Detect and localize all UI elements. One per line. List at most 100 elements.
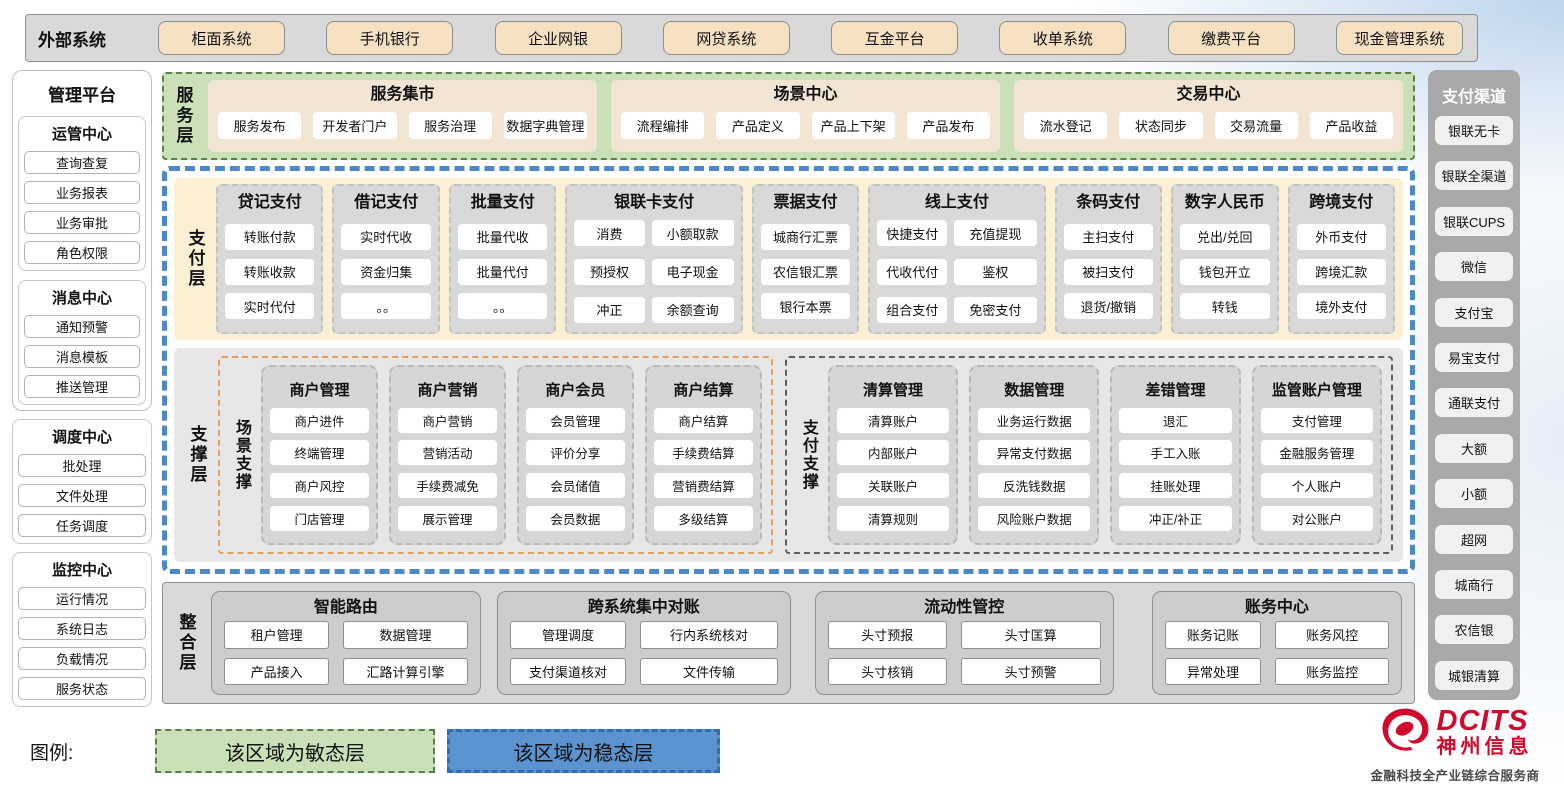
payment-column-title: 条码支付 [1064,190,1153,215]
payment-item-box: 充值提现 [954,220,1036,246]
external-systems-label: 外部系统 [38,26,130,51]
payment-channel-box: 支付宝 [1435,298,1513,327]
integration-item-box: 账务风控 [1275,621,1389,649]
support-group-label: 场景支撑 [229,365,253,545]
integration-group: 账务中心账务记账账务风控异常处理账务监控 [1152,591,1402,695]
payment-item-box: 小额取款 [652,220,734,246]
support-item-box: 展示管理 [398,506,497,531]
integration-item-box: 头寸核销 [828,658,947,686]
integration-group-items: 头寸预报头寸匡算头寸核销头寸预警 [828,621,1101,685]
payment-column: 数字人民币兑出/兑回钱包开立转钱 [1171,184,1278,334]
management-group-title: 消息中心 [24,287,140,308]
payment-column-title: 跨境支付 [1297,190,1386,215]
payment-column-items: 实时代收资金归集。。 [341,215,430,328]
dcits-name: 神州信息 [1437,737,1533,758]
service-item-box: 产品收益 [1310,112,1393,139]
payment-column-title: 银联卡支付 [574,190,733,215]
service-item-box: 状态同步 [1119,112,1202,139]
integration-layer-label: 整合层 [173,591,199,695]
support-group-columns: 商户管理商户进件终端管理商户风控门店管理商户营销商户营销营销活动手续费减免展示管… [261,365,762,545]
management-group: 运管中心查询查复业务报表业务审批角色权限 [18,116,146,271]
integration-item-box: 支付渠道核对 [510,658,627,686]
service-item-box: 流水登记 [1024,112,1107,139]
service-item-box: 服务发布 [218,112,301,139]
support-item-box: 挂账处理 [1119,473,1231,498]
payment-item-box: 免密支付 [954,297,1036,323]
support-item-box: 手工入账 [1119,440,1231,465]
payment-column-title: 借记支付 [341,190,430,215]
management-item-box: 批处理 [18,454,146,477]
payment-layer-label: 支付层 [182,184,208,334]
payment-channels-panel: 支付渠道 银联无卡银联全渠道银联CUPS微信支付宝易宝支付通联支付大额小额超网城… [1428,70,1520,700]
dcits-swoosh-icon [1378,704,1434,760]
support-item-box: 商户结算 [654,408,753,433]
payment-item-box: 消费 [574,220,644,246]
integration-group-title: 账务中心 [1165,594,1389,621]
integration-group: 跨系统集中对账管理调度行内系统核对支付渠道核对文件传输 [497,591,791,695]
external-system-box: 手机银行 [326,21,453,55]
payment-column: 跨境支付外币支付跨境汇款境外支付 [1288,184,1395,334]
support-column: 商户营销商户营销营销活动手续费减免展示管理 [389,365,506,545]
support-item-box: 评价分享 [526,440,625,465]
payment-item-box: 境外支付 [1297,293,1386,319]
payment-item-box: 电子现金 [652,259,734,285]
payment-column-items: 外币支付跨境汇款境外支付 [1297,215,1386,328]
payment-item-box: 银行本票 [761,293,850,319]
payment-channel-box: 通联支付 [1435,388,1513,417]
management-item-box: 任务调度 [18,514,146,537]
payment-column-items: 转账付款转账收款实时代付 [225,215,314,328]
payment-item-box: 快捷支付 [877,220,947,246]
support-column-title: 商户结算 [654,379,753,400]
management-platform-title: 管理平台 [18,76,146,107]
external-system-box: 柜面系统 [158,21,285,55]
service-item-box: 数据字典管理 [504,112,587,139]
dcits-logo-row: DCITS 神州信息 [1378,704,1533,760]
support-column: 监管账户管理支付管理金融服务管理个人账户对公账户 [1252,365,1382,545]
payment-channels-title: 支付渠道 [1435,78,1513,116]
external-system-box: 收单系统 [999,21,1126,55]
dcits-logo-text: DCITS 神州信息 [1437,706,1533,757]
payment-channel-box: 农信银 [1435,615,1513,644]
payment-item-box: 退货/撤销 [1064,293,1153,319]
support-item-box: 商户进件 [270,408,369,433]
service-group: 场景中心流程编排产品定义产品上下架产品发布 [611,80,1000,152]
external-system-box: 互金平台 [831,21,958,55]
payment-item-box: 农信银汇票 [761,259,850,285]
support-column-title: 数据管理 [978,379,1090,400]
management-group: 监控中心运行情况系统日志负载情况服务状态 [12,552,152,707]
payment-channel-box: 城银清算 [1435,661,1513,690]
external-system-box: 网贷系统 [663,21,790,55]
management-item-box: 业务审批 [24,211,140,234]
dcits-tagline: 金融科技全产业链综合服务商 [1370,765,1539,784]
integration-group: 智能路由租户管理数据管理产品接入汇路计算引擎 [211,591,481,695]
support-group: 支付支撑清算管理清算账户内部账户关联账户清算规则数据管理业务运行数据异常支付数据… [785,356,1393,554]
payment-layer: 支付层 贷记支付转账付款转账收款实时代付借记支付实时代收资金归集。。批量支付批量… [174,178,1403,340]
support-column: 商户管理商户进件终端管理商户风控门店管理 [261,365,378,545]
payment-channels-items: 银联无卡银联全渠道银联CUPS微信支付宝易宝支付通联支付大额小额超网城商行农信银… [1435,116,1513,690]
payment-channel-box: 小额 [1435,479,1513,508]
support-group: 场景支撑商户管理商户进件终端管理商户风控门店管理商户营销商户营销营销活动手续费减… [218,356,773,554]
management-item-box: 查询查复 [24,151,140,174]
management-item-box: 推送管理 [24,375,140,398]
support-item-box: 营销活动 [398,440,497,465]
support-group-label: 支付支撑 [796,365,820,545]
support-item-box: 异常支付数据 [978,440,1090,465]
integration-layer: 整合层 智能路由租户管理数据管理产品接入汇路计算引擎跨系统集中对账管理调度行内系… [162,582,1415,704]
payment-item-box: 主扫支付 [1064,224,1153,250]
service-group-title: 场景中心 [621,83,990,106]
payment-layer-columns: 贷记支付转账付款转账收款实时代付借记支付实时代收资金归集。。批量支付批量代收批量… [216,184,1395,334]
integration-group-items: 租户管理数据管理产品接入汇路计算引擎 [224,621,468,685]
payment-channel-box: 银联全渠道 [1435,161,1513,190]
payment-column: 借记支付实时代收资金归集。。 [332,184,439,334]
support-item-box: 业务运行数据 [978,408,1090,433]
payment-column: 贷记支付转账付款转账收款实时代付 [216,184,323,334]
support-item-box: 冲正/补正 [1119,506,1231,531]
external-system-box: 现金管理系统 [1336,21,1463,55]
support-item-box: 商户营销 [398,408,497,433]
management-group: 消息中心通知预警消息模板推送管理 [18,280,146,405]
payment-item-box: 被扫支付 [1064,259,1153,285]
payment-channel-box: 银联CUPS [1435,207,1513,236]
integration-item-box: 管理调度 [510,621,627,649]
service-item-box: 服务治理 [409,112,492,139]
service-group-items: 服务发布开发者门户服务治理数据字典管理 [218,106,587,145]
